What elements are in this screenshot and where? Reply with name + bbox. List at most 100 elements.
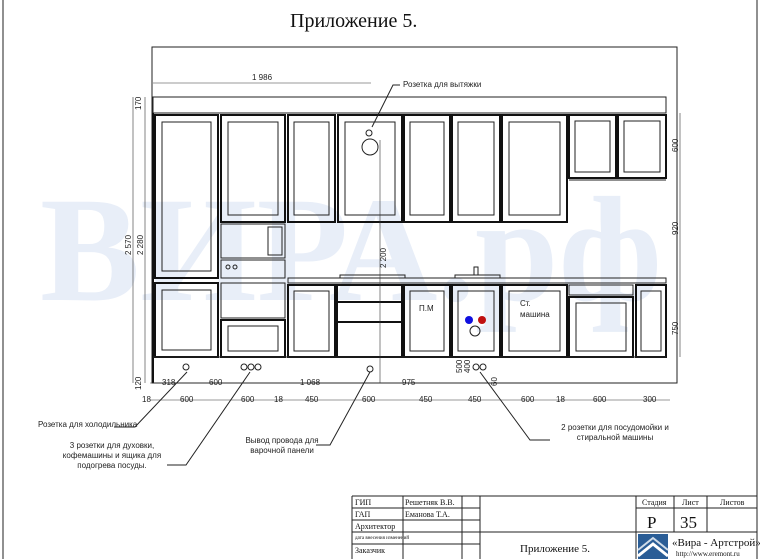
drawer-panel bbox=[227, 325, 279, 352]
dim-label: 1 068 bbox=[300, 378, 321, 387]
name-gip: Решетняк В.В. bbox=[405, 498, 455, 507]
door-panel bbox=[161, 121, 212, 272]
door-panel bbox=[409, 121, 445, 216]
callout-fridge-outlet: Розетка для холодильника bbox=[38, 420, 138, 429]
dim-row2: 18 600 600 18 450 600 450 450 600 18 600… bbox=[142, 395, 657, 404]
dim-label: 600 bbox=[521, 395, 535, 404]
wall-cabinet-short bbox=[617, 114, 667, 179]
dim-label: 18 bbox=[556, 395, 565, 404]
door-panel bbox=[344, 121, 396, 216]
dim-outlet-60: 60 bbox=[490, 377, 499, 386]
door-panel bbox=[640, 290, 662, 352]
door-panel bbox=[457, 121, 495, 216]
wall-cabinet bbox=[403, 114, 451, 223]
callout-line: стиральной машины bbox=[577, 433, 654, 442]
dim-left-120: 120 bbox=[134, 376, 143, 390]
dim-label: 318 bbox=[162, 378, 176, 387]
callout-line: 2 розетки для посудомойки и bbox=[561, 423, 669, 432]
dim-label: 600 bbox=[180, 395, 194, 404]
callout-line: подогрева посуды. bbox=[77, 461, 147, 470]
dim-label: 300 bbox=[643, 395, 657, 404]
door-panel bbox=[623, 120, 661, 173]
dim-right-750: 750 bbox=[671, 321, 680, 335]
oven-knob-icon bbox=[232, 264, 238, 270]
title-block: ГИП ГАП Архитектор дата внесения изменен… bbox=[351, 495, 760, 559]
sheet-number: 35 bbox=[680, 513, 697, 532]
cold-water-icon bbox=[465, 316, 473, 324]
dim-left-170: 170 bbox=[134, 96, 143, 110]
door-panel bbox=[227, 121, 279, 216]
dim-right-600: 600 bbox=[671, 138, 680, 152]
dim-left-2280: 2 280 bbox=[136, 234, 145, 255]
dim-row1: 318 600 1 068 975 bbox=[162, 378, 416, 387]
door-panel bbox=[508, 290, 561, 352]
callout-dishwasher-outlets: 2 розетки для посудомойки и стиральной м… bbox=[561, 423, 669, 442]
dim-center-height: 2 200 bbox=[379, 247, 388, 268]
oven-outlet-icon bbox=[240, 363, 248, 371]
dim-label: 450 bbox=[419, 395, 433, 404]
dim-pipe-500: 500 bbox=[455, 359, 464, 373]
callout-hob-cable: Вывод провода для варочной панели bbox=[245, 436, 318, 455]
company-name: «Вира - Артстрой» bbox=[672, 537, 760, 549]
dim-label: 600 bbox=[209, 378, 223, 387]
door-panel bbox=[161, 289, 212, 351]
dim-left-2570: 2 570 bbox=[124, 234, 133, 255]
cabinets bbox=[153, 114, 667, 384]
callout-hood-outlet: Розетка для вытяжки bbox=[403, 80, 481, 89]
dim-pipe-400: 400 bbox=[463, 359, 472, 373]
drain-icon bbox=[469, 325, 481, 337]
role-change-date: дата внесения изменений bbox=[355, 536, 409, 541]
oven-outlet-icon bbox=[254, 363, 262, 371]
wall-cabinet-short bbox=[568, 114, 617, 179]
hood-outlet-icon bbox=[365, 129, 373, 137]
dishwasher-label: П.М bbox=[419, 304, 434, 313]
oven-compartment bbox=[220, 282, 286, 319]
door-panel bbox=[508, 121, 561, 216]
tall-cabinet-upper-door bbox=[220, 114, 286, 223]
company-logo bbox=[637, 534, 669, 559]
wall-cabinet bbox=[337, 114, 403, 223]
company-website[interactable]: http://www.eremont.ru bbox=[676, 550, 740, 558]
stage-value: Р bbox=[647, 513, 656, 532]
role-gap: ГАП bbox=[355, 510, 371, 519]
oven-outlet-icon bbox=[247, 363, 255, 371]
sheet-title: Приложение 5. bbox=[520, 543, 590, 555]
callout-leaders bbox=[114, 84, 550, 466]
header-sheet: Лист bbox=[682, 498, 699, 507]
tall-cabinet-door bbox=[154, 114, 219, 279]
header-sheets: Листов bbox=[720, 498, 745, 507]
callout-line: Вывод провода для bbox=[245, 436, 318, 445]
dim-label: 450 bbox=[468, 395, 482, 404]
hob-cable-outlet-icon bbox=[366, 365, 374, 373]
header-stage: Стадия bbox=[642, 498, 667, 507]
page-title: Приложение 5. bbox=[290, 10, 417, 32]
washer-label-line1: Ст. bbox=[520, 299, 531, 308]
callout-oven-outlets: 3 розетки для духовки, кофемашины и ящик… bbox=[63, 441, 161, 470]
microwave bbox=[220, 223, 286, 259]
dim-label: 600 bbox=[593, 395, 607, 404]
top-drawer bbox=[568, 284, 634, 296]
wall-cabinet bbox=[451, 114, 501, 223]
name-gap: Еманова Т.А. bbox=[405, 510, 450, 519]
dim-label: 18 bbox=[274, 395, 283, 404]
hot-water-icon bbox=[478, 316, 486, 324]
callout-line: варочной панели bbox=[250, 446, 314, 455]
outlets bbox=[182, 363, 487, 373]
hood-duct-icon bbox=[361, 138, 379, 156]
wall-cabinet bbox=[501, 114, 568, 223]
door-panel bbox=[575, 302, 627, 352]
faucet-icon bbox=[473, 266, 479, 276]
fridge-outlet-icon bbox=[182, 363, 190, 371]
dim-label: 600 bbox=[362, 395, 376, 404]
door-panel bbox=[409, 290, 445, 352]
dishwasher-outlet-icon bbox=[472, 363, 480, 371]
dim-label: 600 bbox=[241, 395, 255, 404]
callout-line: 3 розетки для духовки, bbox=[70, 441, 154, 450]
oven bbox=[220, 259, 286, 279]
dim-label: 975 bbox=[402, 378, 416, 387]
wall-cabinet bbox=[287, 114, 336, 223]
washer-label-line2: машина bbox=[520, 310, 550, 319]
door-panel bbox=[293, 290, 330, 352]
dim-top: 1 986 bbox=[252, 73, 273, 82]
dim-right-920: 920 bbox=[671, 221, 680, 235]
